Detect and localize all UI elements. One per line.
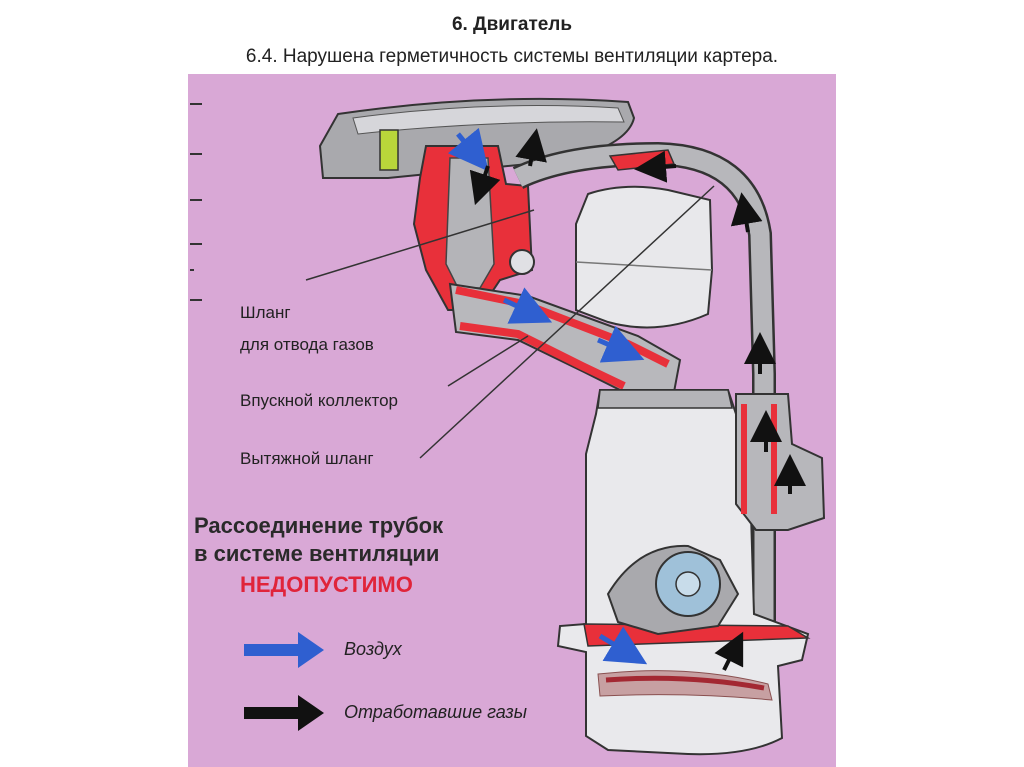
- warning-text: Рассоединение трубок в системе вентиляци…: [194, 512, 443, 568]
- label-gas-hose-line1: Шланг: [240, 303, 291, 322]
- warning-line2: в системе вентиляции: [194, 541, 440, 566]
- warning-line1: Рассоединение трубок: [194, 513, 444, 538]
- gas-flow-arrows: [469, 128, 806, 671]
- slide-title: 6. Двигатель: [451, 14, 573, 35]
- oil-separator: [735, 393, 826, 531]
- engine-illustration: [190, 97, 826, 756]
- edge-ticks: [190, 103, 202, 301]
- legend-gas-arrow: [244, 695, 324, 731]
- slide-subtitle: 6.4. Нарушена герметичность системы вент…: [245, 46, 779, 67]
- leader-lines: [305, 185, 715, 459]
- label-intake-manifold: Впускной коллектор: [240, 391, 398, 410]
- crankshaft: [606, 544, 740, 636]
- ventilation-diagram: Шланг для отвода газов Впускной коллекто…: [188, 74, 836, 767]
- label-exhaust-hose: Вытяжной шланг: [240, 449, 374, 468]
- oil-filler-body: [575, 185, 714, 329]
- warning-forbidden: НЕДОПУСТИМО: [240, 572, 413, 597]
- legend-air-label: Воздух: [344, 639, 402, 659]
- label-gas-hose-line2: для отвода газов: [240, 335, 374, 354]
- legend-gas-label: Отработавшие газы: [344, 702, 528, 722]
- legend-air-arrow: [244, 632, 324, 668]
- air-flow-arrows: [447, 127, 648, 665]
